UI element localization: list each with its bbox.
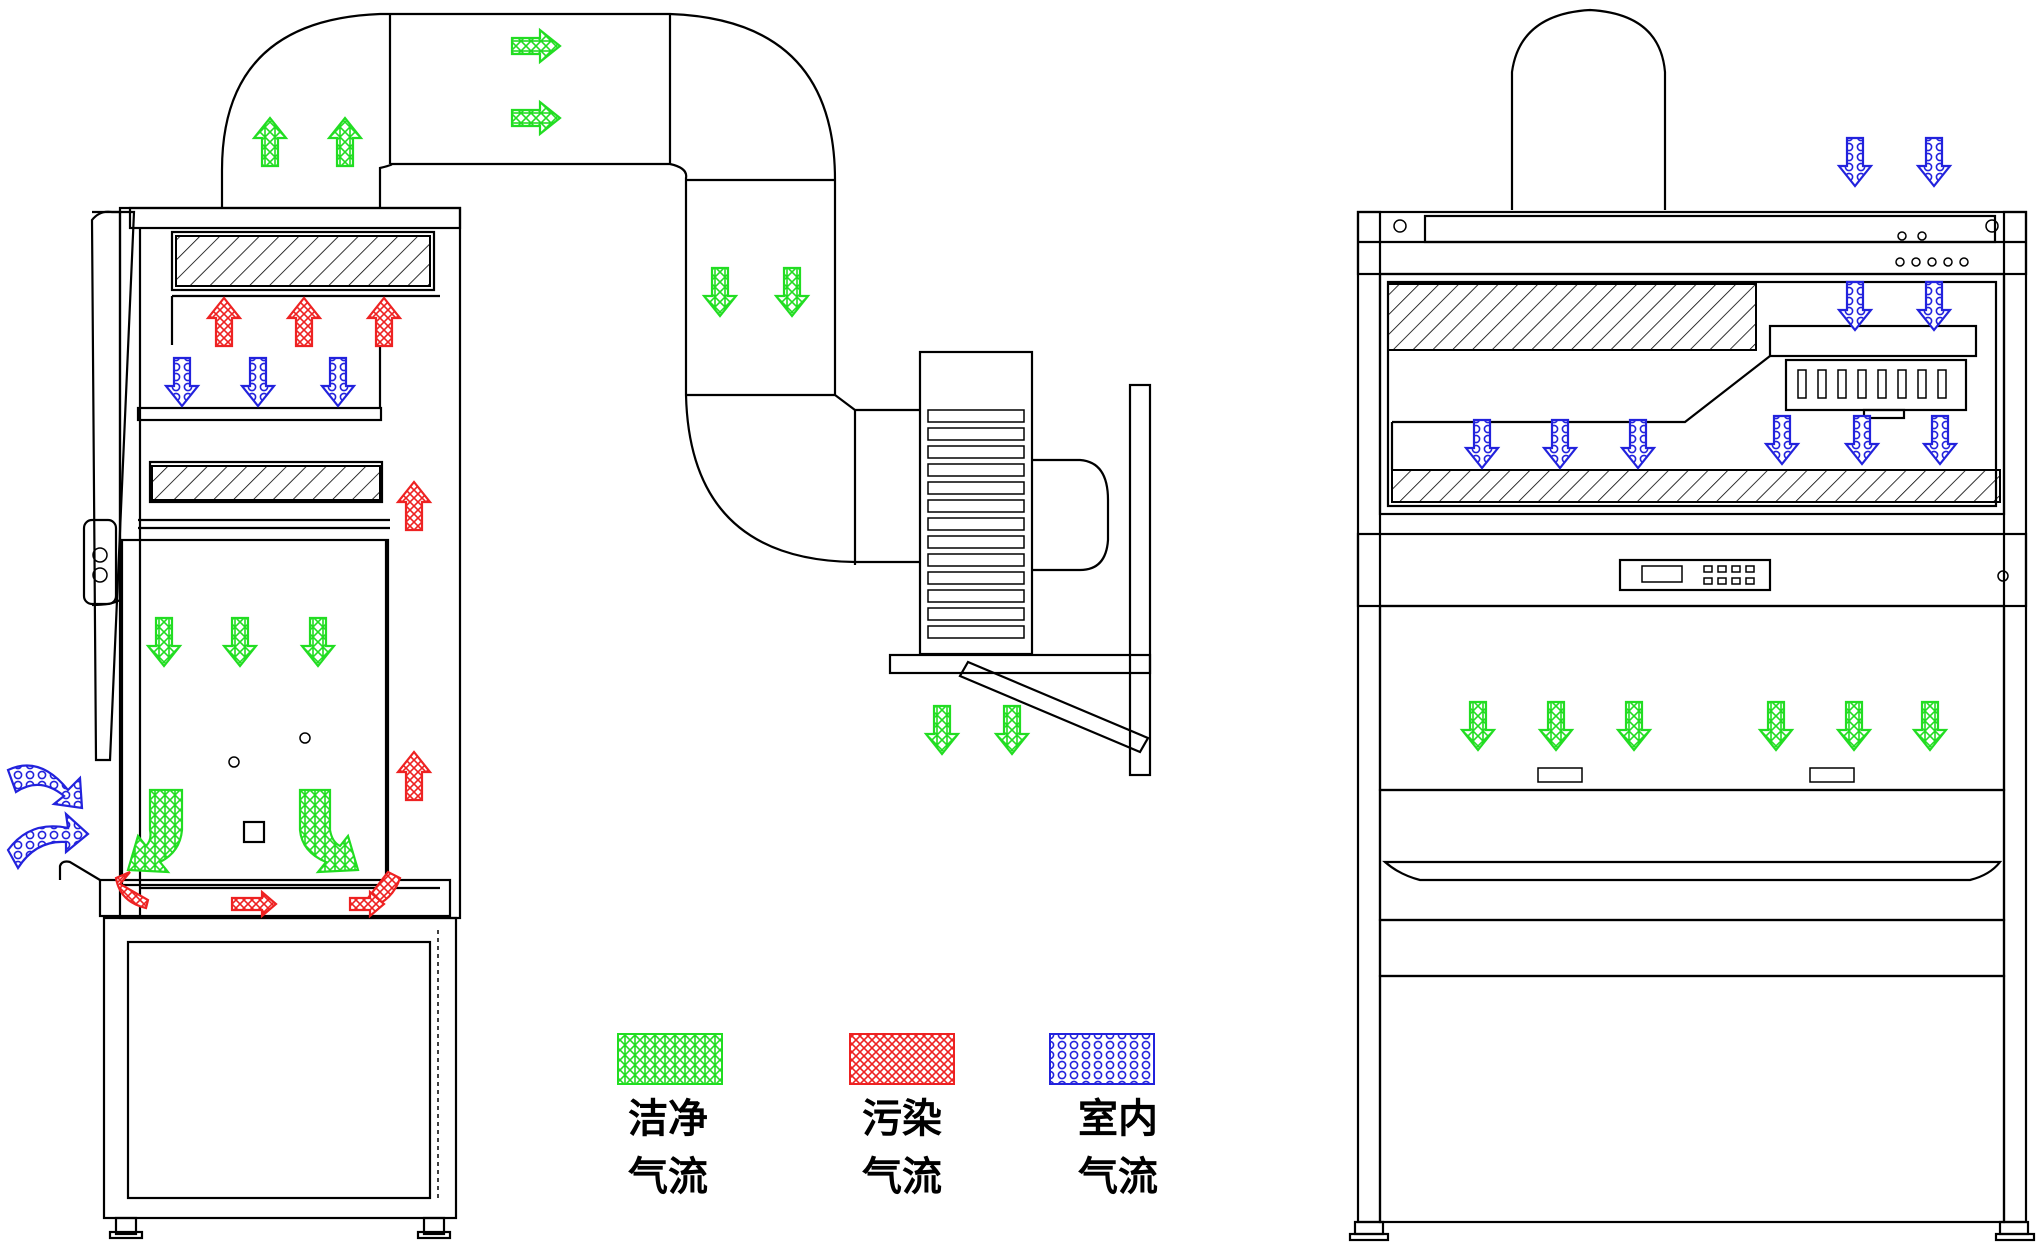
clean-airflow-arrow: [923, 704, 961, 756]
room-airflow-arrow: [1921, 414, 1959, 466]
legend-clean-line1: 洁净: [628, 1095, 708, 1142]
room-airflow-arrow: [239, 356, 277, 408]
room-airflow-arrow: [1915, 280, 1953, 332]
legend-room-line1: 室内: [1078, 1095, 1158, 1142]
contaminated-airflow-arrow: [395, 480, 433, 532]
clean-airflow-arrow: [1615, 700, 1653, 752]
legend-swatch-contaminated: [849, 1033, 955, 1085]
clean-airflow-arrow: [1757, 700, 1795, 752]
clean-curved-airflow-arrow: [126, 788, 184, 874]
clean-airflow-arrow: [701, 266, 739, 318]
legend-swatch-clean: [617, 1033, 723, 1085]
clean-airflow-arrow: [1911, 700, 1949, 752]
clean-airflow-arrow: [510, 27, 562, 65]
contaminated-airflow-arrow: [395, 750, 433, 802]
contaminated-airflow-arrow: [285, 296, 323, 348]
legend-clean-line2: 气流: [628, 1153, 708, 1200]
room-airflow-arrow: [163, 356, 201, 408]
room-curved-airflow-arrow: [6, 764, 84, 810]
room-airflow-arrow: [1836, 136, 1874, 188]
clean-airflow-arrow: [251, 116, 289, 168]
clean-airflow-arrow: [1537, 700, 1575, 752]
contaminated-airflow-arrow: [205, 296, 243, 348]
front-view-cabinet: [1348, 8, 2036, 1242]
room-curved-airflow-arrow: [6, 811, 90, 871]
room-airflow-arrow: [1843, 414, 1881, 466]
exhaust-fan: [888, 350, 1152, 777]
clean-airflow-arrow: [299, 616, 337, 668]
room-airflow-arrow: [1619, 418, 1657, 470]
room-airflow-arrow: [319, 356, 357, 408]
clean-airflow-arrow: [773, 266, 811, 318]
exhaust-duct: [220, 12, 920, 565]
side-view-cabinet: [58, 206, 462, 1240]
legend-swatch-room: [1049, 1033, 1155, 1085]
clean-curved-airflow-arrow: [298, 788, 360, 874]
room-airflow-arrow: [1463, 418, 1501, 470]
contaminated-curved-airflow-arrow: [114, 870, 150, 910]
clean-airflow-arrow: [1835, 700, 1873, 752]
room-airflow-arrow: [1541, 418, 1579, 470]
legend: 洁净 气流 污染 气流 室内 气流: [617, 1033, 1158, 1200]
clean-airflow-arrow: [510, 99, 562, 137]
contaminated-curved-airflow-arrow: [348, 889, 386, 919]
legend-room-line2: 气流: [1078, 1153, 1158, 1200]
clean-airflow-arrow: [221, 616, 259, 668]
room-airflow-arrow: [1836, 280, 1874, 332]
clean-airflow-arrow: [326, 116, 364, 168]
room-airflow-arrow: [1763, 414, 1801, 466]
airflow-arrows: [6, 27, 1959, 919]
legend-contaminated-line2: 气流: [862, 1153, 942, 1200]
legend-contaminated-line1: 污染: [862, 1095, 942, 1142]
contaminated-airflow-arrow: [365, 296, 403, 348]
clean-airflow-arrow: [1459, 700, 1497, 752]
clean-airflow-arrow: [145, 616, 183, 668]
contaminated-curved-airflow-arrow: [230, 889, 278, 919]
room-airflow-arrow: [1915, 136, 1953, 188]
clean-airflow-arrow: [993, 704, 1031, 756]
